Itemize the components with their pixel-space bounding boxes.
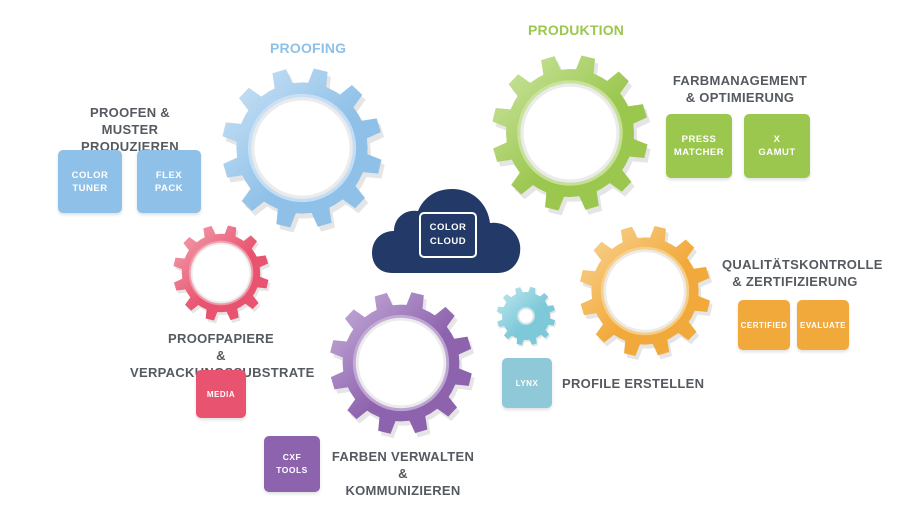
profile-gear-icon: [496, 286, 557, 347]
color-cloud-button[interactable]: COLOR CLOUD: [419, 212, 477, 258]
cloud-icon: [372, 187, 526, 273]
profile-label: PROFILE ERSTELLEN: [562, 376, 705, 391]
proofen-label: PROOFEN & MUSTER PRODUZIEREN: [81, 105, 179, 154]
produktion-heading: PRODUKTION: [528, 22, 625, 38]
evaluate-tile[interactable]: EVALUATE: [797, 300, 849, 350]
farben-label: FARBEN VERWALTEN & KOMMUNIZIEREN: [331, 449, 475, 498]
paper-gear-icon: [172, 224, 271, 324]
x-gamut-tile[interactable]: X GAMUT: [744, 114, 810, 178]
press-matcher-tile[interactable]: PRESS MATCHER: [666, 114, 732, 178]
cxf-tools-tile[interactable]: CXF TOOLS: [264, 436, 320, 492]
media-tile[interactable]: MEDIA: [196, 370, 246, 418]
quality-gear-icon: [578, 224, 713, 360]
proofing-heading: PROOFING: [270, 40, 347, 56]
flex-pack-tile[interactable]: FLEX PACK: [137, 150, 201, 213]
proofing-gear-icon: [220, 66, 385, 233]
qualitaet-label: QUALITÄTSKONTROLLE & ZERTIFIZIERUNG: [722, 257, 883, 289]
communicate-gear-icon: [328, 290, 475, 439]
lynx-tile[interactable]: LYNX: [502, 358, 552, 408]
farbmanagement-label: FARBMANAGEMENT & OPTIMIERUNG: [672, 73, 808, 105]
color-tuner-tile[interactable]: COLOR TUNER: [58, 150, 122, 213]
certified-tile[interactable]: CERTIFIED: [738, 300, 790, 350]
produktion-gear-icon: [490, 53, 651, 216]
